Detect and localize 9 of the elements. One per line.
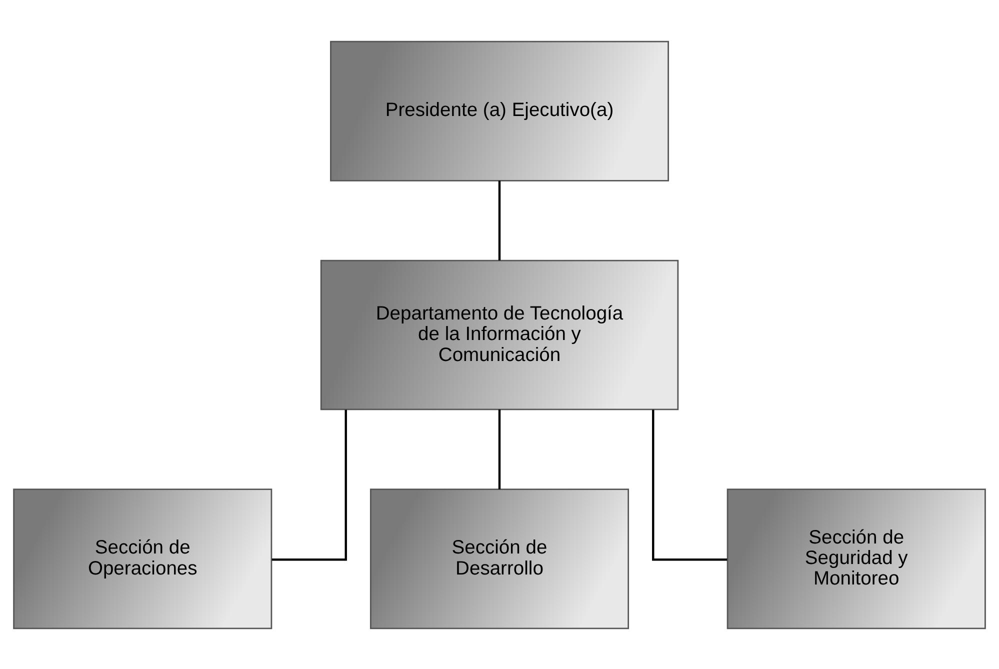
connector <box>272 409 347 560</box>
connector <box>652 409 728 560</box>
connector <box>498 180 501 260</box>
node-box: Sección de Operaciones <box>13 488 272 629</box>
node-box: Sección de Desarrollo <box>370 488 630 629</box>
node-box: Departamento de Tecnología de la Información y Comunicación <box>320 259 679 410</box>
connector <box>498 409 501 489</box>
node-box: Sección de Seguridad y Monitoreo <box>726 488 986 629</box>
node-box: Presidente (a) Ejecutivo(a) <box>330 40 669 181</box>
